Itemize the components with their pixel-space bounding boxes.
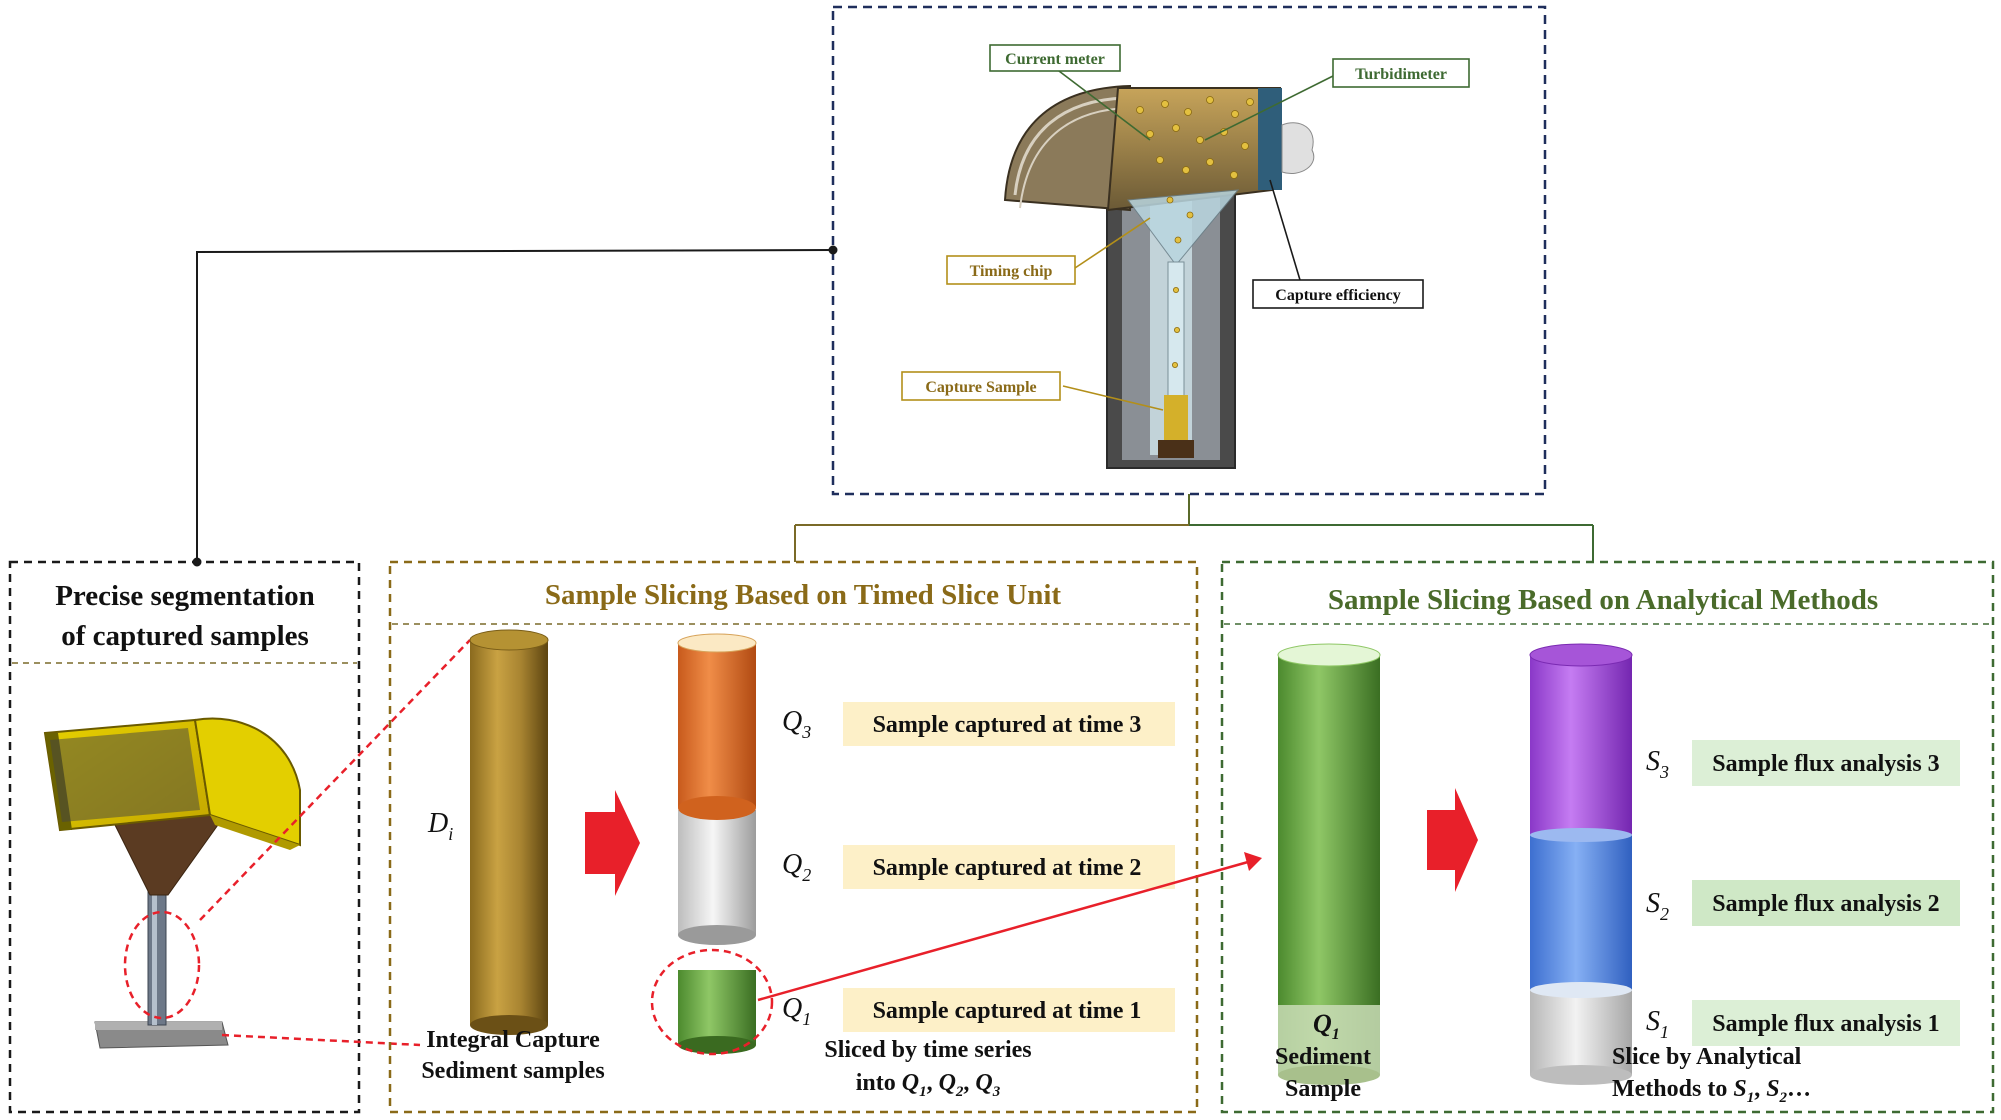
sediment-sample-label: Q1 Sediment Sample xyxy=(1275,1009,1371,1102)
integral-capture-column xyxy=(469,629,549,1035)
arrow-q1-to-sediment xyxy=(757,852,1262,1002)
arrow-right-right xyxy=(1427,788,1478,892)
callout-capture-sample: Capture Sample xyxy=(901,371,1061,401)
svg-text:Sample captured at time 1: Sample captured at time 1 xyxy=(873,998,1142,1024)
left-panel-border xyxy=(8,560,361,1114)
svg-text:Q3: Q3 xyxy=(782,706,811,742)
svg-text:Sediment: Sediment xyxy=(1275,1044,1371,1070)
integral-capture-label-line1: Integral Capture xyxy=(426,1027,600,1053)
column-symbol-di: Di xyxy=(427,808,453,844)
time-slice-q2: Q2 Sample captured at time 2 xyxy=(782,845,1175,889)
time-sliced-column xyxy=(677,633,757,1054)
analytical-sliced-column xyxy=(1529,643,1633,1085)
callout-capture-efficiency: Capture efficiency xyxy=(1252,279,1424,309)
middle-zoom-circle xyxy=(650,948,774,1056)
integral-capture-label-line2: Sediment samples xyxy=(421,1058,604,1084)
analysis-slice-s2: S2 Sample flux analysis 2 xyxy=(1646,880,1960,926)
svg-text:Sample flux analysis 3: Sample flux analysis 3 xyxy=(1712,751,1939,777)
svg-text:S1: S1 xyxy=(1646,1006,1669,1042)
callout-current-meter: Current meter xyxy=(989,44,1121,72)
zoom-lines-left xyxy=(199,639,471,1047)
time-series-caption-line1: Sliced by time series xyxy=(824,1037,1031,1063)
svg-text:Q1: Q1 xyxy=(782,993,811,1029)
svg-text:Q2: Q2 xyxy=(782,849,811,885)
middle-panel-border xyxy=(388,560,1199,1114)
arrow-right-middle xyxy=(585,790,640,896)
right-panel-border xyxy=(1220,560,1995,1114)
svg-text:Sample flux analysis 1: Sample flux analysis 1 xyxy=(1712,1011,1939,1037)
svg-text:Timing chip: Timing chip xyxy=(970,263,1053,280)
time-series-caption-line2: into Q1, Q2, Q3 xyxy=(856,1070,1001,1100)
svg-text:Sample captured at time 3: Sample captured at time 3 xyxy=(873,712,1142,738)
time-slice-q3: Q3 Sample captured at time 3 xyxy=(782,702,1175,746)
sediment-trap-device-illustration xyxy=(1003,84,1315,469)
connector-device-to-left xyxy=(192,245,838,567)
connector-device-to-slices xyxy=(794,494,1594,562)
callout-timing-chip: Timing chip xyxy=(946,255,1076,285)
sediment-sample-column xyxy=(1277,643,1381,1085)
left-zoom-circle xyxy=(123,910,201,1020)
callout-leader-lines xyxy=(1054,67,1336,411)
svg-text:S3: S3 xyxy=(1646,746,1669,782)
svg-text:Capture Sample: Capture Sample xyxy=(925,379,1036,396)
svg-text:Sample captured at time 2: Sample captured at time 2 xyxy=(873,855,1142,881)
svg-text:Turbidimeter: Turbidimeter xyxy=(1355,66,1447,83)
svg-text:Capture efficiency: Capture efficiency xyxy=(1275,287,1400,304)
analysis-slice-s1: S1 Sample flux analysis 1 xyxy=(1646,1000,1960,1046)
svg-text:Q1: Q1 xyxy=(1313,1009,1340,1043)
analytical-caption-line2: Methods to S1, S2… xyxy=(1612,1076,1811,1106)
left-panel-title-line1: Precise segmentation xyxy=(55,580,315,612)
callout-turbidimeter: Turbidimeter xyxy=(1332,58,1470,88)
svg-text:Sample flux analysis 2: Sample flux analysis 2 xyxy=(1712,891,1939,917)
svg-text:Current meter: Current meter xyxy=(1005,51,1105,68)
time-slice-q1: Q1 Sample captured at time 1 xyxy=(782,988,1175,1032)
middle-panel-title: Sample Slicing Based on Timed Slice Unit xyxy=(545,579,1062,611)
analysis-slice-s3: S3 Sample flux analysis 3 xyxy=(1646,740,1960,786)
right-panel-title: Sample Slicing Based on Analytical Metho… xyxy=(1328,584,1878,616)
svg-text:S2: S2 xyxy=(1646,888,1669,924)
svg-text:Sample: Sample xyxy=(1285,1076,1361,1102)
analytical-caption-line1: Slice by Analytical xyxy=(1612,1044,1802,1070)
sediment-trap-3d-model xyxy=(43,717,301,1049)
left-panel-title-line2: of captured samples xyxy=(61,620,309,652)
